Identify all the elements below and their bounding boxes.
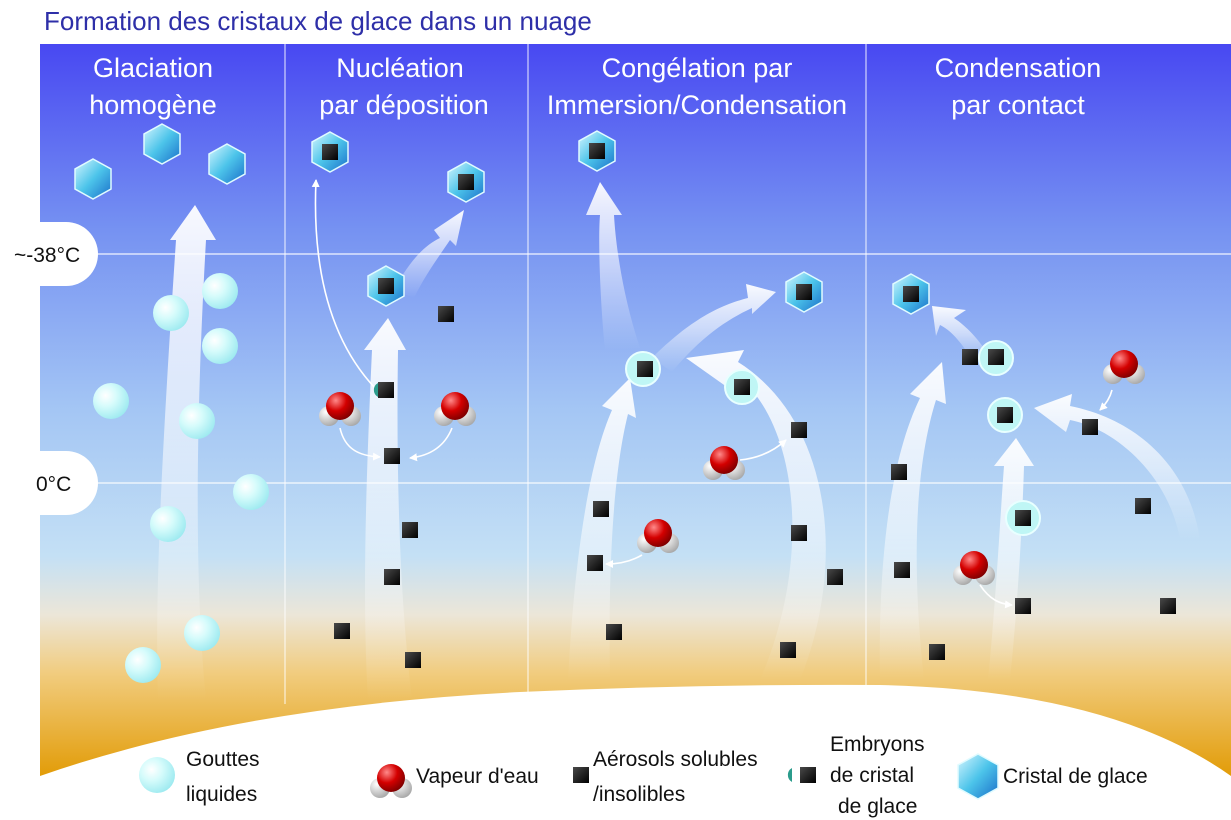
water-molecule [434,392,476,426]
legend-embryos-line1: Embryons [830,733,925,756]
aerosol-particles [322,143,1176,668]
header-col1-line1: Glaciation [93,53,213,83]
column-dividers [284,44,867,704]
flow-arrow-col4-b [988,438,1034,680]
droplet [150,506,186,542]
temp-label-upper: ~-38°C [14,244,80,267]
header-col3-line2: Immersion/Condensation [547,90,847,120]
column-headers: Glaciation homogène Nucléation par dépos… [89,53,1101,120]
embryo-cap [373,383,378,397]
droplet [202,273,238,309]
legend-drops-line1: Gouttes [186,748,260,771]
header-col4-line2: par contact [951,90,1085,120]
crystal-hexagon [143,123,181,165]
thin-arrows [311,179,1113,609]
legend-aerosol-icon [573,767,589,783]
droplet [233,474,269,510]
legend-water-molecule-icon [370,764,412,798]
water-molecule [319,392,361,426]
header-col2-line2: par déposition [319,90,489,120]
flow-arrows [157,182,1200,700]
legend-embryos-line3: de glace [838,795,918,818]
header-col2-line1: Nucléation [336,53,464,83]
flow-arrow-col3-left [568,378,636,680]
water-molecule [637,519,679,553]
temperature-lines [95,253,1231,484]
diagram-title: Formation des cristaux de glace dans un … [44,6,592,36]
water-molecule [953,551,995,585]
legend-icons [139,753,999,800]
legend-vapour: Vapeur d'eau [416,765,539,788]
legend-drops-line2: liquides [186,783,258,806]
header-col4-line1: Condensation [935,53,1102,83]
crystal-hexagon [74,158,112,200]
temp-badge-lower [12,451,98,515]
droplet [202,328,238,364]
droplet [184,615,220,651]
legend-crystal: Cristal de glace [1003,765,1148,788]
flow-arrow-col2-top [394,210,464,298]
flow-arrow-col3-right [686,350,826,680]
flow-arrow-col2-main [364,318,412,700]
legend-embryos-line2: de cristal [830,764,915,787]
flow-arrow-col3-up [586,182,640,350]
water-molecules [319,350,1145,585]
droplet [125,647,161,683]
sky-background [40,44,1231,776]
crystal-hexagon [208,143,246,185]
legend-crystal-icon [957,753,999,800]
legend-aerosols-line2: /insolibles [593,783,686,806]
droplet [179,403,215,439]
temp-badge-upper [12,222,98,286]
header-col3-line1: Congélation par [602,53,793,83]
water-molecule [703,446,745,480]
liquid-droplets [93,273,269,683]
water-molecule [1103,350,1145,384]
temp-label-lower: 0°C [36,473,71,496]
droplet [153,295,189,331]
droplet [93,383,129,419]
header-col1-line2: homogène [89,90,217,120]
legend-droplet-icon [139,757,175,793]
legend-aerosols-line1: Aérosols solubles [593,748,758,771]
flow-arrow-col4-c [1034,394,1200,540]
flow-arrow-col4-a [879,362,946,680]
flow-arrow-col3-diag [652,284,776,372]
flow-arrow-col4-top [932,306,990,360]
legend-embryo-icon [787,767,816,783]
